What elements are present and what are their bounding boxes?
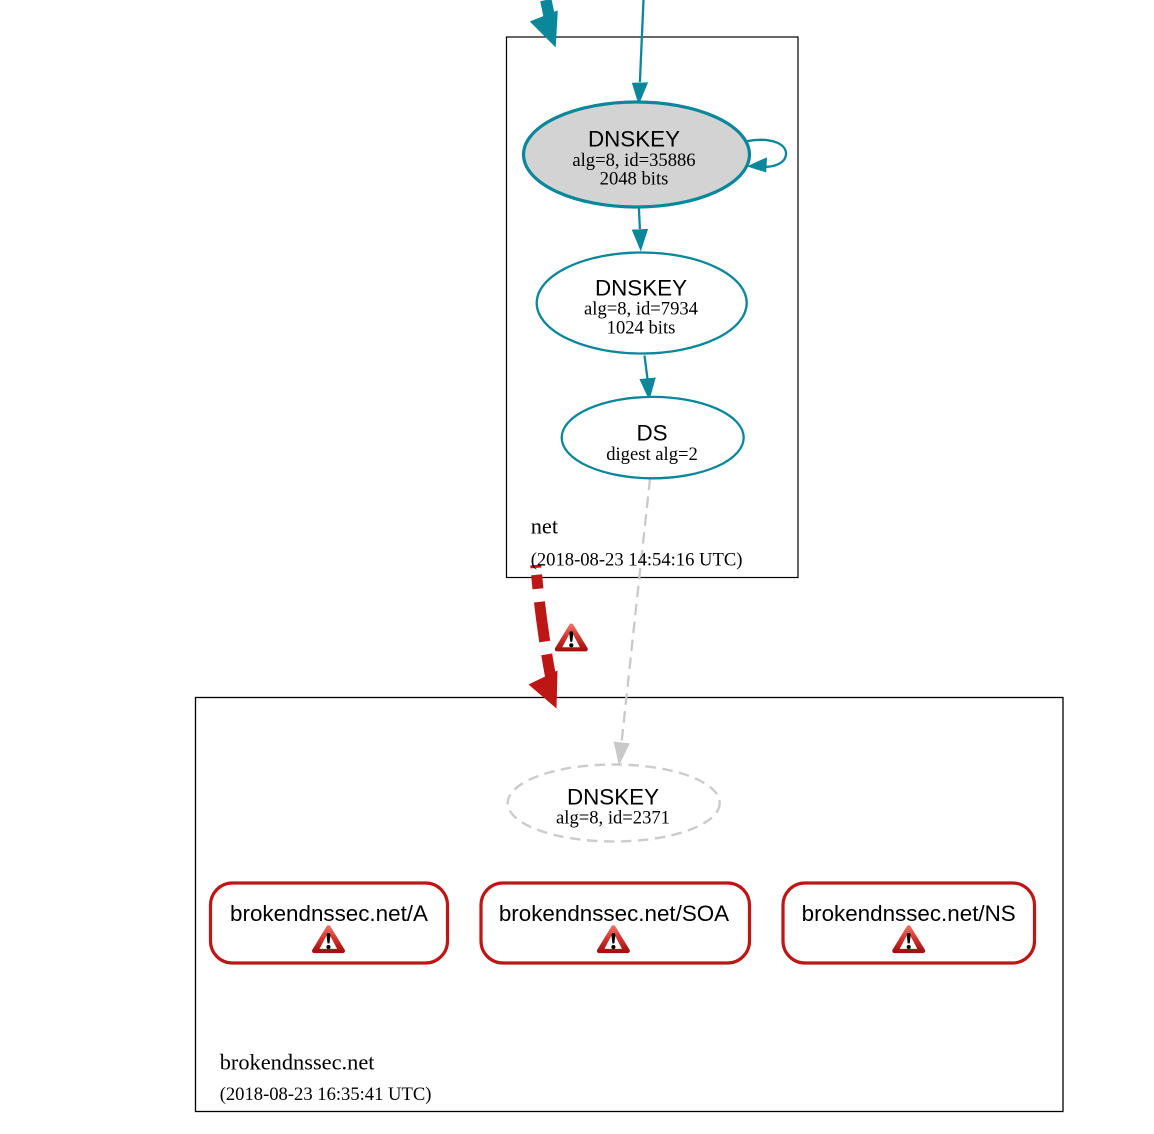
- svg-text:brokendnssec.net: brokendnssec.net: [220, 1050, 376, 1075]
- svg-text:alg=8, id=35886: alg=8, id=35886: [572, 150, 695, 171]
- svg-text:DNSKEY: DNSKEY: [595, 276, 687, 301]
- svg-text:brokendnssec.net/A: brokendnssec.net/A: [230, 901, 428, 926]
- svg-text:net: net: [531, 513, 559, 538]
- svg-text:alg=8, id=7934: alg=8, id=7934: [584, 299, 698, 320]
- svg-text:digest alg=2: digest alg=2: [606, 444, 698, 465]
- svg-text:1024 bits: 1024 bits: [607, 318, 676, 339]
- svg-text:DS: DS: [636, 420, 667, 445]
- svg-text:(2018-08-23 16:35:41 UTC): (2018-08-23 16:35:41 UTC): [220, 1084, 432, 1105]
- svg-text:alg=8, id=2371: alg=8, id=2371: [556, 808, 670, 829]
- svg-text:(2018-08-23 14:54:16 UTC): (2018-08-23 14:54:16 UTC): [531, 549, 743, 570]
- svg-text:brokendnssec.net/NS: brokendnssec.net/NS: [802, 901, 1016, 926]
- svg-text:brokendnssec.net/SOA: brokendnssec.net/SOA: [499, 901, 729, 926]
- svg-text:2048 bits: 2048 bits: [600, 169, 669, 190]
- svg-text:DNSKEY: DNSKEY: [567, 785, 659, 810]
- svg-text:DNSKEY: DNSKEY: [588, 127, 680, 152]
